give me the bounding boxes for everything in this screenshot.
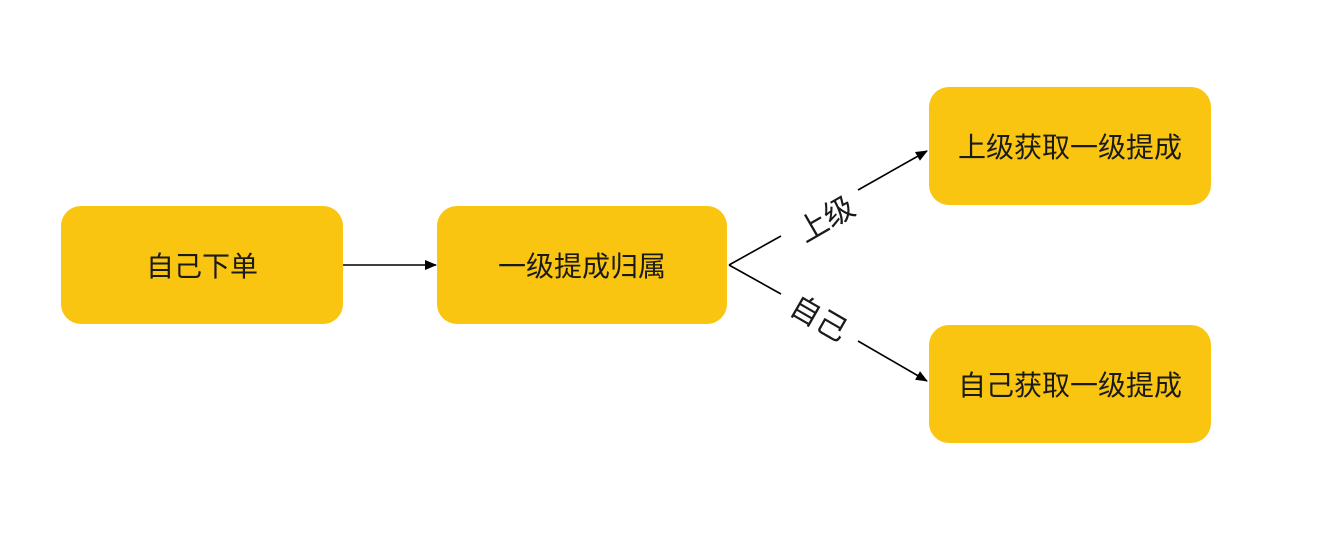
edge-label-self: 自己 <box>784 289 853 349</box>
edge-attribution-to-self-segment-2 <box>857 340 928 382</box>
edge-attribution-to-upper-segment-2 <box>857 150 928 191</box>
node-commission-attribution: 一级提成归属 <box>437 206 727 324</box>
node-self-order: 自己下单 <box>61 206 343 324</box>
edge-attribution-to-upper-segment-1 <box>728 235 782 266</box>
node-self-gets-commission: 自己获取一级提成 <box>929 325 1211 443</box>
edge-label-upper: 上级 <box>792 190 861 250</box>
edge-attribution-to-self-segment-1 <box>728 264 782 295</box>
node-upper-gets-commission: 上级获取一级提成 <box>929 87 1211 205</box>
